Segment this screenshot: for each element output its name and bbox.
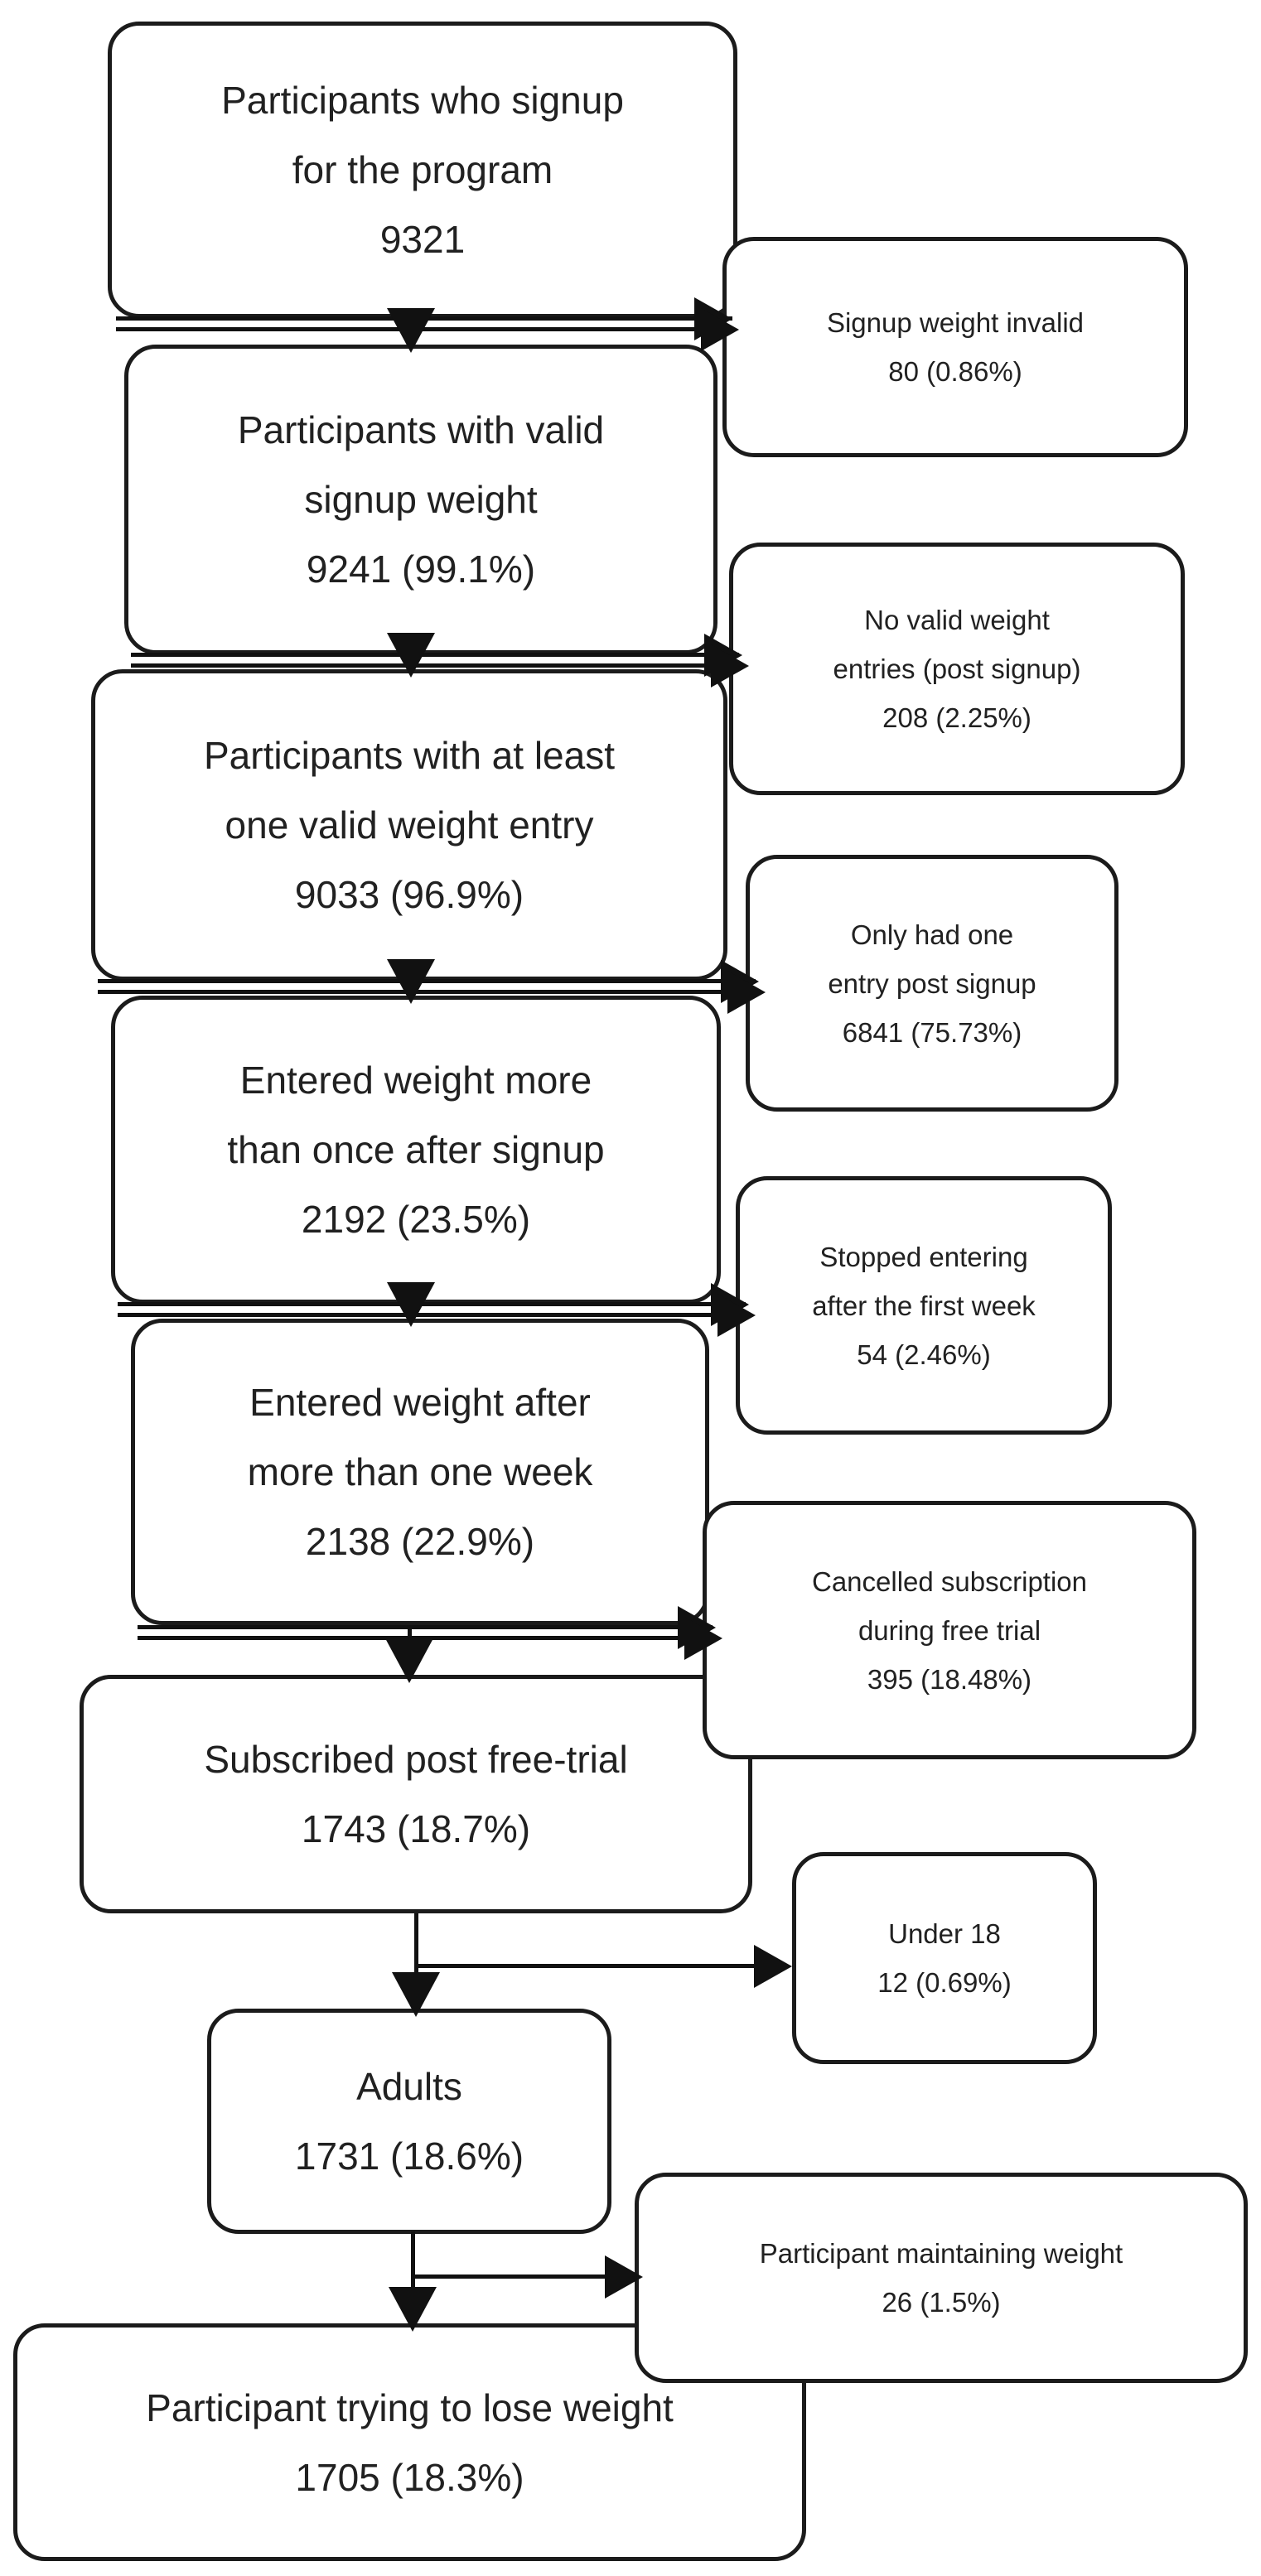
node-cancelled-free-trial: Cancelled subscription during free trial…: [703, 1501, 1196, 1759]
arrowhead-right-icon: [605, 2255, 643, 2299]
node-label-line: Under 18: [888, 1918, 1001, 1949]
node-under-18: Under 18 12 (0.69%): [792, 1852, 1097, 2064]
node-only-one-entry: Only had one entry post signup 6841 (75.…: [746, 855, 1118, 1112]
node-label-line: Only had one: [850, 919, 1014, 950]
node-count: 54 (2.46%): [857, 1339, 991, 1370]
node-entered-after-one-week: Entered weight after more than one week …: [131, 1319, 709, 1625]
arrow-line: [414, 1964, 757, 1968]
arrowhead-down-icon: [387, 308, 435, 353]
node-count: 80 (0.86%): [888, 356, 1022, 387]
node-label-line: Participants with at least: [203, 734, 615, 777]
node-signup-weight-invalid: Signup weight invalid 80 (0.86%): [722, 237, 1188, 457]
node-count: 9241 (99.1%): [306, 548, 536, 591]
arrowhead-right-icon: [717, 1294, 756, 1337]
node-adults: Adults 1731 (18.6%): [207, 2009, 611, 2234]
arrow-line: [414, 1913, 418, 1976]
node-count: 9321: [379, 218, 466, 261]
arrowhead-down-icon: [387, 959, 435, 1004]
arrowhead-down-icon: [387, 633, 435, 678]
node-valid-signup-weight: Participants with valid signup weight 92…: [124, 345, 717, 654]
node-label-line: Signup weight invalid: [826, 307, 1085, 338]
node-subscribed: Subscribed post free-trial 1743 (18.7%): [80, 1675, 752, 1913]
node-label-line: Cancelled subscription: [811, 1565, 1087, 1597]
node-count: 1705 (18.3%): [295, 2455, 524, 2499]
node-count: 2192 (23.5%): [301, 1198, 531, 1241]
node-label-line: after the first week: [812, 1290, 1036, 1321]
node-label-line: Subscribed post free-trial: [204, 1738, 628, 1781]
arrowhead-down-icon: [389, 2287, 437, 2332]
node-label-line: during free trial: [858, 1614, 1041, 1646]
arrowhead-right-icon: [754, 1945, 792, 1988]
node-count: 6841 (75.73%): [842, 1016, 1022, 1048]
node-label-line: entries (post signup): [833, 654, 1081, 684]
arrow-line: [131, 653, 739, 657]
node-label-line: signup weight: [304, 478, 538, 521]
node-participants-signup: Participants who signup for the program …: [108, 22, 737, 318]
arrowhead-down-icon: [385, 1638, 433, 1683]
node-count: 9033 (96.9%): [294, 873, 524, 916]
node-label-line: one valid weight entry: [225, 803, 594, 847]
node-no-valid-entries: No valid weight entries (post signup) 20…: [729, 543, 1185, 795]
node-count: 12 (0.69%): [877, 1967, 1012, 1998]
node-count: 208 (2.25%): [882, 702, 1032, 733]
node-count: 2138 (22.9%): [305, 1520, 535, 1563]
arrowhead-right-icon: [701, 308, 739, 351]
arrow-line: [131, 663, 739, 668]
node-label-line: Participants with valid: [237, 408, 605, 451]
arrowhead-right-icon: [727, 971, 766, 1014]
node-count: 1743 (18.7%): [301, 1807, 531, 1850]
arrowhead-right-icon: [711, 644, 749, 687]
arrow-line: [138, 1625, 713, 1629]
node-maintaining-weight: Participant maintaining weight 26 (1.5%): [635, 2173, 1248, 2383]
arrow-line: [408, 1625, 412, 1647]
node-label-line: for the program: [292, 148, 553, 191]
node-stopped-first-week: Stopped entering after the first week 54…: [736, 1176, 1112, 1435]
node-count: 395 (18.48%): [867, 1663, 1032, 1695]
node-label-line: Participants who signup: [221, 79, 624, 122]
node-count: 26 (1.5%): [882, 2287, 1001, 2318]
arrowhead-down-icon: [387, 1282, 435, 1327]
node-label-line: Adults: [356, 2065, 462, 2108]
node-entered-more-than-once: Entered weight more than once after sign…: [111, 996, 721, 1304]
arrowhead-right-icon: [684, 1617, 722, 1660]
arrow-line: [411, 2275, 608, 2279]
node-label-line: Entered weight more: [239, 1059, 592, 1102]
node-label-line: No valid weight: [864, 605, 1050, 635]
node-label-line: Participant trying to lose weight: [146, 2385, 674, 2429]
node-label-line: entry post signup: [828, 967, 1036, 999]
node-label-line: than once after signup: [227, 1128, 605, 1171]
node-label-line: more than one week: [247, 1450, 593, 1493]
node-label-line: Entered weight after: [249, 1381, 591, 1424]
arrow-line: [411, 2231, 415, 2293]
arrowhead-down-icon: [392, 1972, 440, 2017]
node-valid-weight-entry: Participants with at least one valid wei…: [91, 669, 727, 981]
node-count: 1731 (18.6%): [294, 2135, 524, 2178]
node-label-line: Stopped entering: [819, 1241, 1028, 1272]
node-label-line: Participant maintaining weight: [759, 2238, 1123, 2269]
arrow-line: [138, 1636, 713, 1640]
